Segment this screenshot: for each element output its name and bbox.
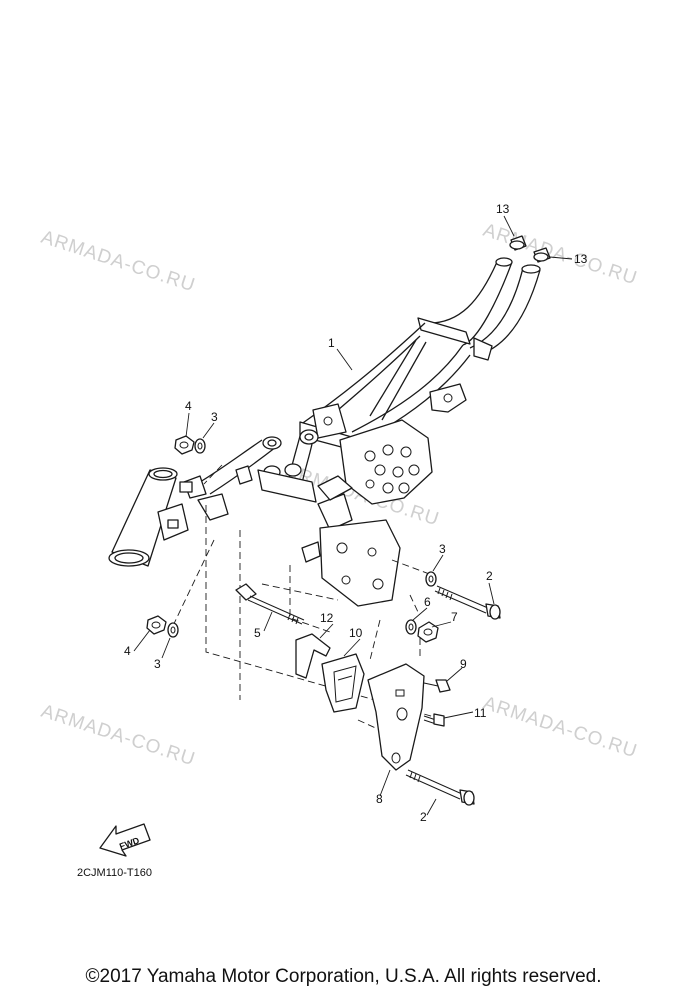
copyright-notice: ©2017 Yamaha Motor Corporation, U.S.A. A… <box>85 966 602 987</box>
part-2-bolt-lower <box>405 769 475 806</box>
callout-5: 5 <box>254 626 261 640</box>
part-3-washer-right <box>425 571 437 587</box>
callout-9: 9 <box>460 657 467 671</box>
callout-7: 7 <box>451 610 458 624</box>
callout-3-lower: 3 <box>154 657 161 671</box>
part-3-washer-upper <box>194 438 206 454</box>
leader-lines <box>133 215 573 816</box>
callout-4-upper: 4 <box>185 399 192 413</box>
watermark-bottom-right: ARMADA-CO.RU <box>480 693 639 763</box>
callout-12: 12 <box>320 611 334 625</box>
steering-head <box>108 467 193 567</box>
part-10-cover <box>321 653 365 713</box>
callout-2-lower: 2 <box>420 810 427 824</box>
part-5-bolt <box>235 583 305 625</box>
part-4-nut-upper <box>174 435 195 455</box>
part-12-bracket <box>295 633 331 679</box>
callout-11: 11 <box>474 706 487 720</box>
callout-4-lower: 4 <box>124 644 131 658</box>
callout-3-right: 3 <box>439 542 446 556</box>
part-3-washer-lower <box>167 622 179 638</box>
callout-10: 10 <box>349 626 363 640</box>
part-9-bolt <box>423 679 451 693</box>
watermark-bottom-left: ARMADA-CO.RU <box>38 701 197 771</box>
diagram-code: 2CJM110-T160 <box>77 867 152 879</box>
callout-8: 8 <box>376 792 383 806</box>
part-11-screw <box>423 713 445 727</box>
callout-6: 6 <box>424 595 431 609</box>
fwd-arrow-icon: FWD <box>99 823 151 857</box>
part-4-nut-lower <box>146 615 167 635</box>
watermark-top-right: ARMADA-CO.RU <box>480 220 639 290</box>
engine-mount-bracket <box>301 519 401 607</box>
callout-13-right: 13 <box>574 252 588 266</box>
part-8-plate <box>367 663 425 771</box>
callout-1: 1 <box>328 336 335 350</box>
watermark-top-left: ARMADA-CO.RU <box>38 227 197 297</box>
part-2-bolt-upper <box>434 585 501 620</box>
main-frame <box>183 257 541 531</box>
callout-13-left: 13 <box>496 202 510 216</box>
part-6-washer <box>405 619 417 635</box>
part-7-nut <box>417 621 439 643</box>
callout-3-upper: 3 <box>211 410 218 424</box>
callout-2-upper: 2 <box>486 569 493 583</box>
part-13-caps <box>509 235 551 263</box>
